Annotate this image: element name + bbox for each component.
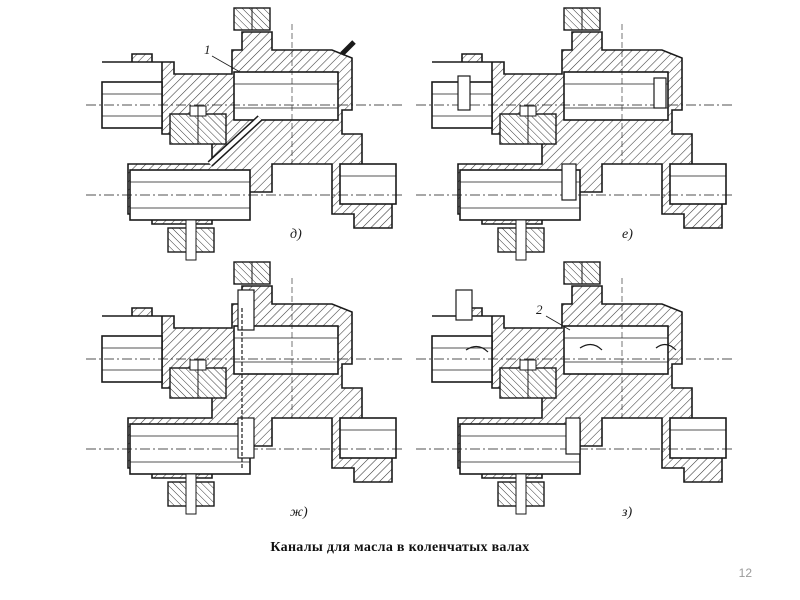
panel-d — [85, 7, 403, 261]
figure-caption: Каналы для масла в коленчатых валах — [270, 540, 530, 555]
callout-2: 2 — [536, 302, 543, 317]
panel-label-zh: ж) — [290, 505, 308, 520]
panel-z — [415, 261, 733, 515]
panel-label-z: з) — [621, 505, 632, 520]
callout-1: 1 — [204, 42, 211, 57]
panel-e — [415, 7, 733, 261]
slide-number: 12 — [738, 566, 752, 580]
panel-label-e: е) — [622, 227, 633, 242]
panel-label-d: д) — [290, 227, 302, 242]
panel-zh — [85, 261, 403, 515]
